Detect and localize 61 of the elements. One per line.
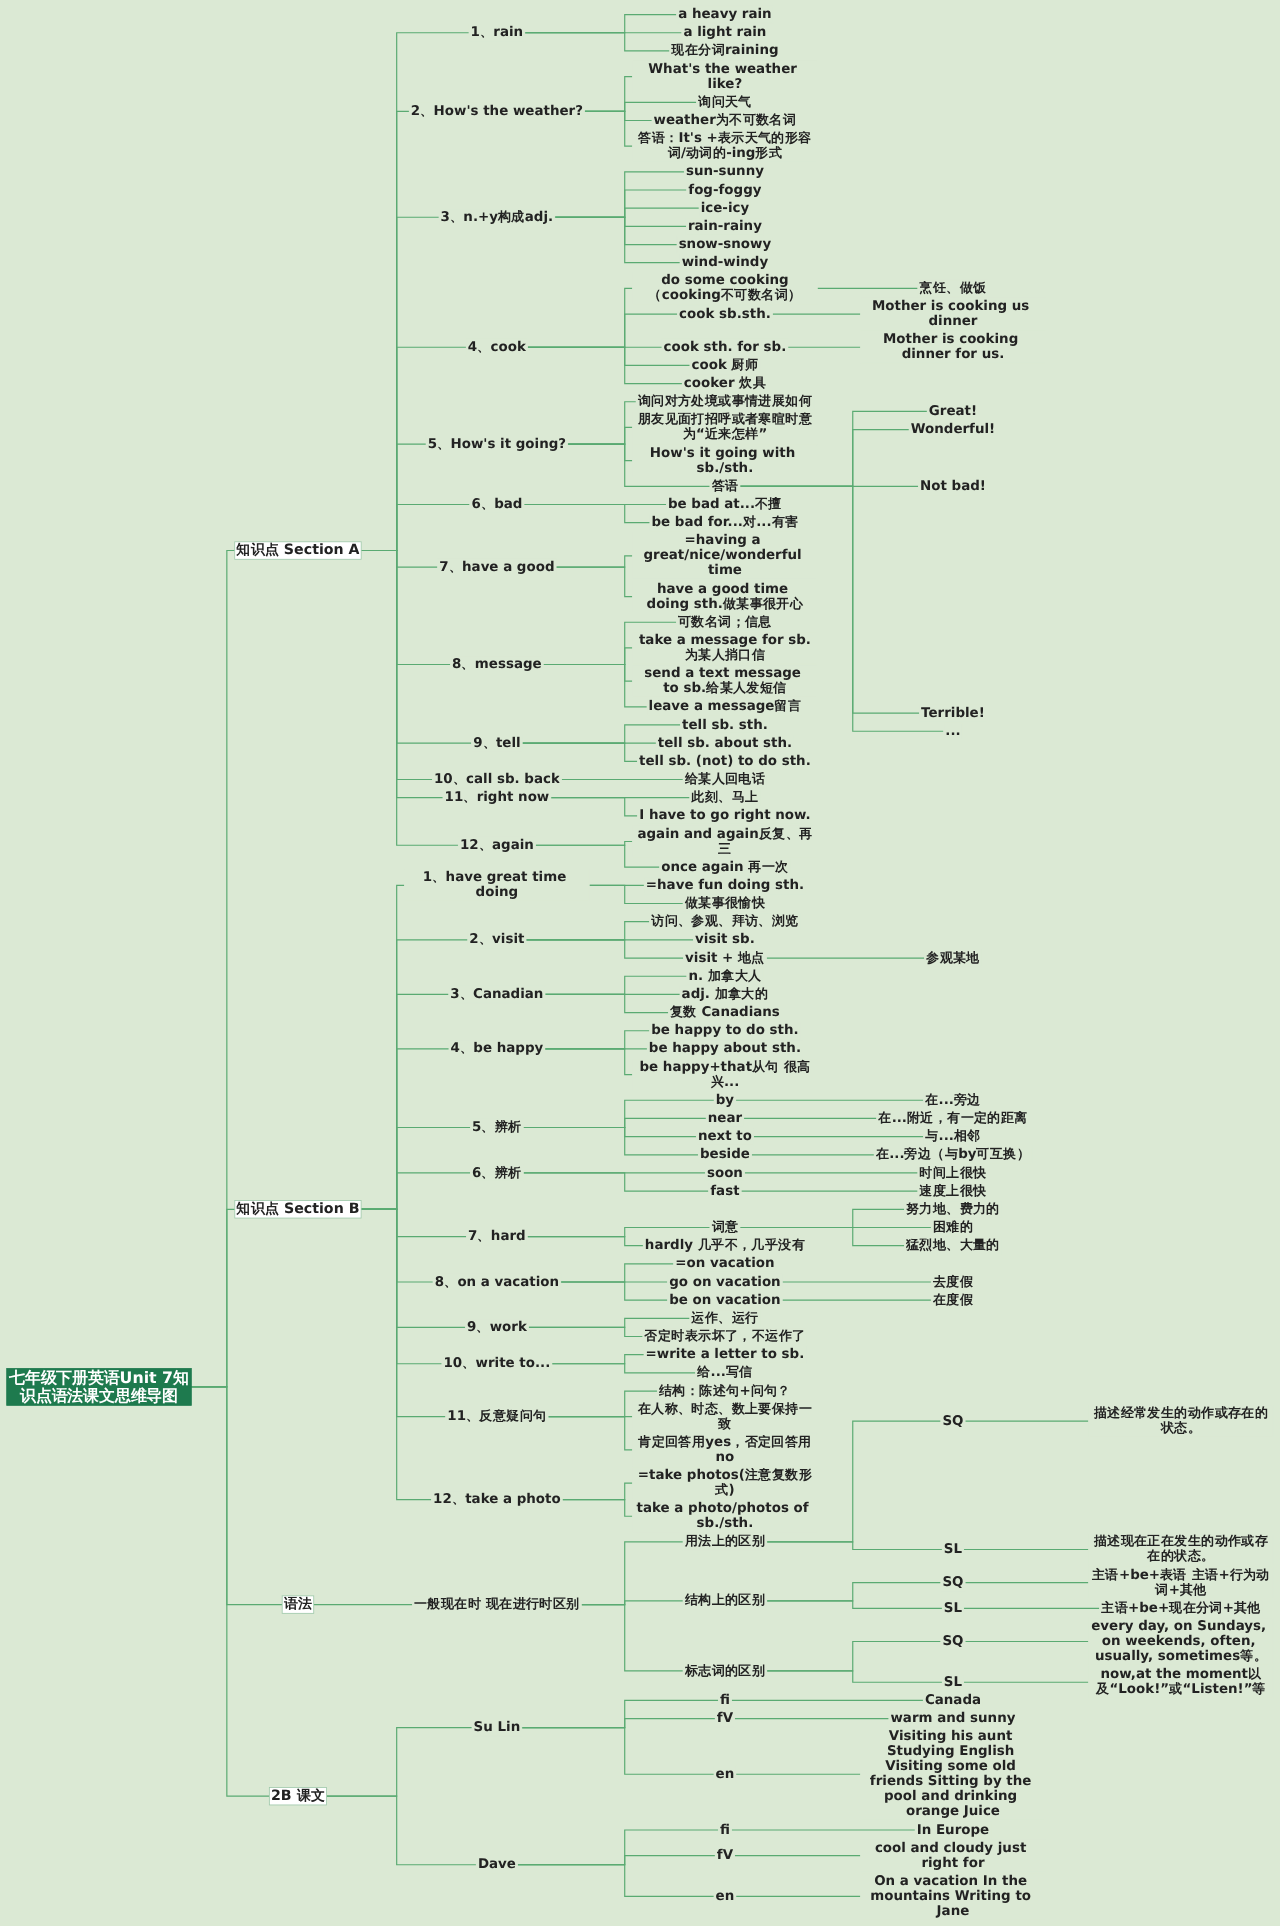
connector [964, 1582, 1090, 1584]
connector [325, 1795, 477, 1866]
connector [765, 957, 926, 959]
connector [523, 503, 651, 524]
connector [734, 1855, 862, 1857]
connector [781, 1299, 932, 1301]
connector [190, 1386, 270, 1797]
connector [526, 1236, 644, 1247]
connector [525, 939, 685, 959]
connector [567, 443, 711, 487]
connector [730, 1829, 916, 1831]
connector [735, 1773, 862, 1775]
connector [739, 485, 945, 732]
connector [740, 1190, 919, 1192]
connector [313, 1604, 414, 1606]
connector [544, 1048, 634, 1076]
connector [522, 1126, 699, 1156]
connector [550, 797, 639, 817]
connector [555, 566, 634, 598]
connector [527, 1326, 644, 1338]
connector [752, 1136, 925, 1138]
connector [542, 663, 648, 708]
connector [547, 1416, 634, 1451]
connector [534, 844, 661, 868]
connector [730, 1699, 924, 1701]
connector [964, 1640, 1090, 1643]
connector [787, 346, 862, 348]
connector [963, 1681, 1090, 1683]
connector [735, 1895, 862, 1897]
connector [750, 1154, 875, 1156]
connector [522, 1172, 710, 1192]
connector [544, 993, 670, 1014]
connector [516, 1864, 715, 1897]
connector [580, 1604, 684, 1672]
connector [963, 1607, 1101, 1609]
connector [963, 1548, 1090, 1551]
connector [781, 1281, 932, 1283]
connector [554, 216, 681, 264]
connector [583, 110, 634, 147]
connector [735, 1099, 925, 1101]
connector [360, 549, 459, 846]
connector [816, 287, 919, 289]
connector [561, 1499, 634, 1517]
connector [766, 1600, 943, 1609]
connector [521, 742, 639, 762]
connector [771, 313, 862, 315]
connector [766, 1541, 943, 1551]
connector [360, 1208, 433, 1501]
connector [734, 1718, 890, 1720]
connector [560, 778, 684, 781]
connector [560, 1281, 669, 1301]
connector [524, 32, 671, 52]
connector [521, 1727, 715, 1775]
connector [739, 1226, 905, 1247]
connector [551, 1363, 697, 1374]
connector [743, 1172, 919, 1174]
connector [588, 884, 684, 905]
connector [526, 346, 683, 385]
connector [743, 1117, 878, 1120]
connector [766, 1670, 943, 1683]
connector [964, 1420, 1090, 1422]
